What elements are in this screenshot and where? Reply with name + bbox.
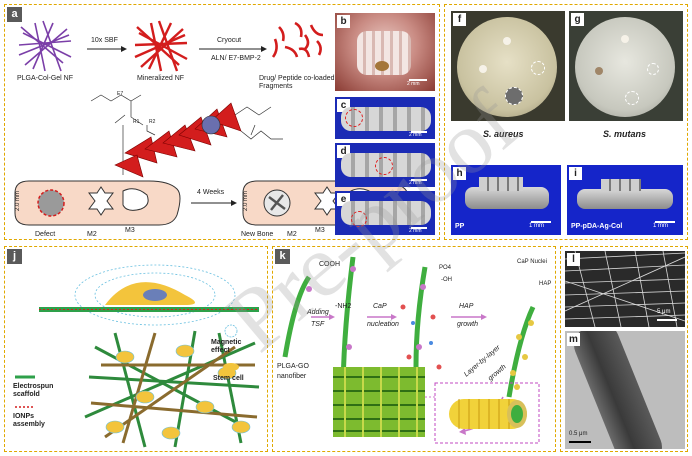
legend-magnetic-swatch [224, 324, 238, 338]
photo-e: e 2 mm [335, 191, 435, 235]
caption-s-mutans: S. mutans [603, 129, 647, 139]
m3-label-2: M3 [315, 227, 325, 234]
e7-label: E7 [117, 91, 124, 97]
microct-h-scale: 1 mm [529, 223, 544, 229]
photo-c: c 2 mm [335, 97, 435, 139]
photo-c-scale: 2 mm [409, 132, 422, 138]
nf-fragments [271, 21, 324, 58]
m2-label-1: M2 [87, 231, 97, 238]
k-hap: HAP [539, 281, 552, 287]
legend-stemcell: Stem cell [213, 375, 244, 382]
microct-h-label: PP [455, 223, 465, 230]
microct-h: h PP 1 mm [451, 165, 561, 235]
microct-i: i PP-pDA-Ag-Col 1 mm [567, 165, 683, 235]
k-po4: PO4 [439, 265, 452, 271]
dim-label-2: 2.0 mm [243, 190, 249, 211]
peptide-chain [114, 102, 242, 178]
panel-k-tag: k [275, 249, 290, 264]
photo-d-scale: 2 mm [409, 180, 422, 186]
sem-fibers [565, 251, 685, 327]
tem-m-scale: 0.5 μm [569, 431, 588, 437]
photo-b-scale: 2 mm [407, 81, 420, 87]
petri-g-tag: g [571, 13, 584, 26]
r1-label: R1 [133, 119, 140, 125]
microct-i-tag: i [569, 167, 582, 180]
plga-fiber-network [18, 20, 72, 72]
legend-magnetic: Magnetic effect [211, 339, 242, 354]
panel-j: j Electrospun scaffold IONPs assembly Ma… [4, 246, 268, 452]
microct-h-tag: h [453, 167, 466, 180]
caption-s-aureus: S. aureus [483, 129, 524, 139]
photo-b-tag: b [337, 15, 350, 28]
stem-cells-mesh [105, 344, 251, 440]
k-cap-nuclei: CaP Nuclei [517, 259, 547, 265]
r2-label: R2 [149, 119, 156, 125]
microct-i-label: PP-pDA-Ag-Col [571, 223, 623, 230]
sem-image-l: l 5 μm [565, 251, 685, 327]
panel-k: k COO [272, 246, 556, 452]
legend-stemcell-swatch [223, 363, 239, 371]
defect-site [37, 189, 65, 217]
tem-image-m: m 0.5 μm [565, 331, 685, 449]
fiber-1 [282, 275, 312, 358]
k-nucleation: nucleation [367, 321, 399, 328]
panel-fi: f g S. aureus S. mutans h PP 1 mm i PP-p… [444, 4, 688, 240]
tem-m-tag: m [567, 333, 580, 346]
fragments-label: Drug/ Peptide co-loaded NF Fragments [259, 75, 346, 90]
woven-scaffold [333, 367, 425, 437]
panel-a-tag: a [7, 7, 22, 22]
legend-ionp: IONPs assembly [13, 413, 45, 428]
k-plga-2: nanofiber [277, 373, 307, 380]
k-tsf: TSF [311, 321, 325, 328]
k-hap-growth-2: growth [457, 321, 479, 328]
m3-tooth-shape [122, 188, 149, 211]
photo-e-scale: 2 mm [409, 228, 422, 234]
panel-a: a [4, 4, 440, 240]
k-hap-growth-1: HAP [459, 303, 474, 310]
photo-d: d 2 mm [335, 143, 435, 187]
drug-label: ALN/ E7-BMP-2 [211, 55, 261, 62]
k-nh2: -NH2 [335, 303, 352, 310]
k-cap: CaP [373, 303, 387, 310]
panel-j-diagram [15, 264, 260, 448]
step2-label: Cryocut [217, 37, 242, 44]
petri-f-tag: f [453, 13, 466, 26]
newbone-label: New Bone [241, 231, 274, 238]
legend-scaffold: Electrospun scaffold [13, 383, 54, 398]
m3-label-1: M3 [125, 227, 135, 234]
panel-j-tag: j [7, 249, 22, 264]
peptide-head [201, 115, 221, 135]
k-plga-1: PLGA-GO [277, 363, 309, 370]
sem-l-tag: l [567, 253, 580, 266]
k-cooh: COOH [319, 261, 340, 268]
fiber1-label: PLGA-Col-Gel NF [17, 75, 74, 82]
step1-label: 10x SBF [91, 37, 118, 44]
fiber2-label: Mineralized NF [137, 75, 185, 82]
sem-l-scale: 5 μm [657, 309, 671, 315]
k-adding: Adding [307, 309, 329, 316]
panel-lm: l 5 μm m 0.5 μm [560, 246, 688, 452]
petri-dish-g: g [569, 11, 683, 121]
m2-label-2: M2 [287, 231, 297, 238]
m2-tooth-shape [88, 186, 114, 216]
mineralized-fiber-network [134, 20, 188, 72]
coated-fiber [449, 399, 527, 429]
fiber-4 [506, 305, 536, 398]
dim-label-1: 2.0 mm [15, 190, 21, 211]
defect-label: Defect [35, 231, 56, 238]
panel-k-diagram [282, 256, 540, 444]
panel-a-schematic [14, 20, 409, 226]
weeks-label: 4 Weeks [197, 189, 225, 196]
microct-i-scale: 1 mm [653, 223, 668, 229]
k-oh: -OH [441, 277, 452, 283]
petri-dish-f: f [451, 11, 565, 121]
photo-b: b 2 mm [335, 13, 435, 91]
